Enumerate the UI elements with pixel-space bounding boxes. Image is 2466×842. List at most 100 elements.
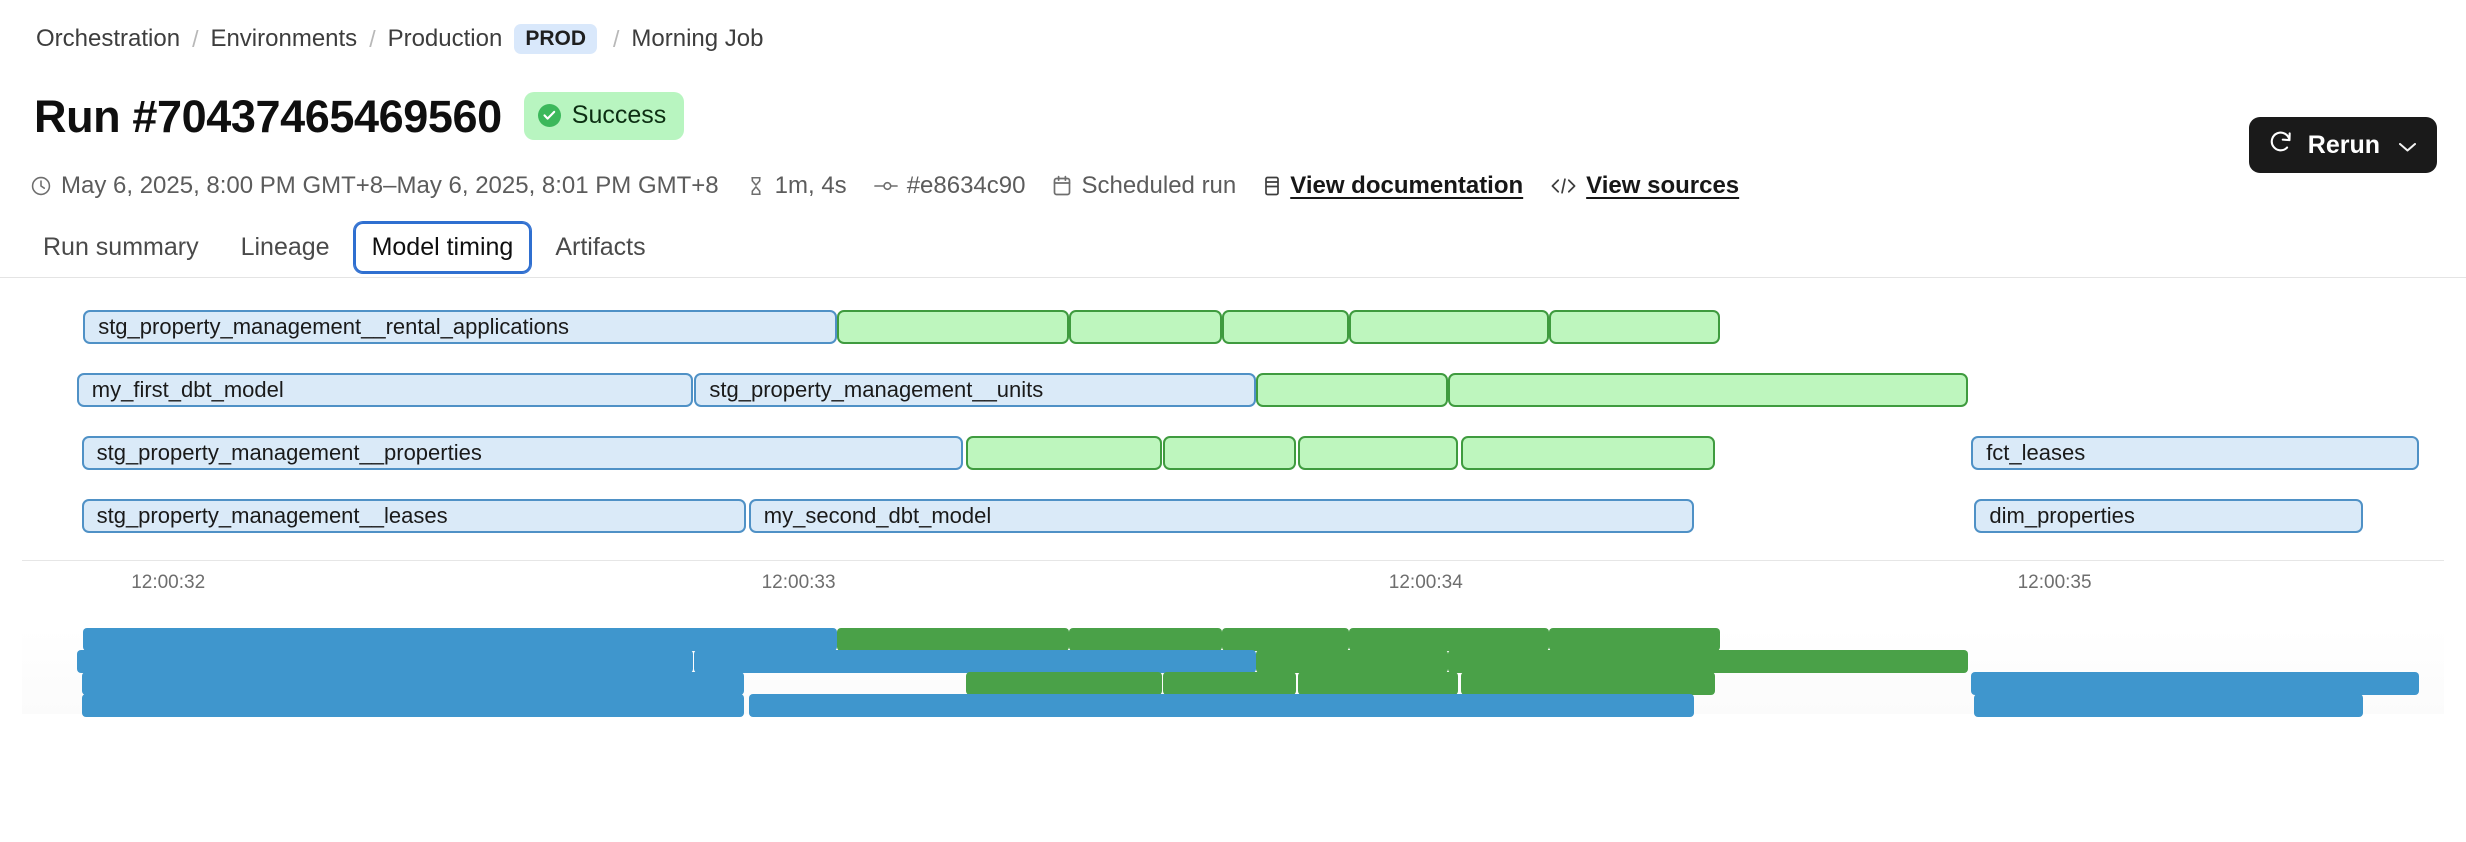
gantt-bar-segment[interactable] (1069, 310, 1223, 344)
gantt-bar-segment[interactable] (1222, 310, 1348, 344)
gantt-row: stg_property_management__rental_applicat… (0, 310, 2466, 373)
run-meta-row: May 6, 2025, 8:00 PM GMT+8–May 6, 2025, … (30, 172, 1739, 200)
gantt-bar-segment[interactable] (1461, 436, 1715, 470)
gantt-bar-segment[interactable] (1163, 436, 1296, 470)
gantt-bar-segment[interactable] (1971, 672, 2419, 695)
gantt-bar-segment[interactable] (837, 310, 1069, 344)
gantt-bar-stg_property_management__properties[interactable]: stg_property_management__properties (82, 436, 964, 470)
gantt-row: stg_property_management__properties fct_l… (0, 436, 2466, 499)
breadcrumb-separator: / (597, 28, 629, 51)
gantt-bar-label: stg_property_management__rental_applicat… (85, 314, 569, 340)
model-timing-chart-detailed: stg_property_management__rental_applicat… (0, 310, 2466, 580)
clock-icon (30, 175, 52, 197)
tab-run-summary[interactable]: Run summary (25, 222, 217, 273)
meta-sources-link[interactable]: View sources (1586, 172, 1739, 200)
breadcrumb-item-orchestration[interactable]: Orchestration (34, 27, 182, 51)
tab-bar: Run summary Lineage Model timing Artifac… (22, 218, 667, 276)
gantt-bar-segment[interactable] (1549, 310, 1720, 344)
axis-tick-label: 12:00:35 (2018, 572, 2092, 594)
meta-trigger-label: Scheduled run (1081, 172, 1236, 200)
gantt-bar-segment[interactable] (1349, 310, 1549, 344)
gantt-bar-dim_properties[interactable]: dim_properties (1974, 499, 2363, 533)
gantt-bar-segment[interactable] (1256, 373, 1448, 407)
gantt-row (0, 694, 2466, 716)
breadcrumb-item-environments[interactable]: Environments (208, 27, 359, 51)
gantt-bar-segment[interactable] (77, 650, 693, 673)
meta-timerange-label: May 6, 2025, 8:00 PM GMT+8–May 6, 2025, … (61, 172, 719, 200)
gantt-bar-label: stg_property_management__properties (84, 440, 482, 466)
tab-model-timing[interactable]: Model timing (354, 222, 532, 273)
status-badge: Success (524, 92, 684, 140)
meta-commit: #e8634c90 (874, 172, 1026, 200)
tab-artifacts[interactable]: Artifacts (537, 222, 663, 273)
tab-lineage[interactable]: Lineage (223, 222, 348, 273)
model-timing-chart-compact: 12:00:3212:00:3312:00:3412:00:35 (0, 628, 2466, 842)
chevron-down-icon[interactable] (2398, 131, 2417, 160)
gantt-bar-stg_property_management__units[interactable]: stg_property_management__units (694, 373, 1256, 407)
axis-line (22, 560, 2444, 561)
axis-tick-label: 12:00:34 (1389, 572, 1463, 594)
gantt-bar-segment[interactable] (1298, 672, 1458, 695)
gantt-bar-my_first_dbt_model[interactable]: my_first_dbt_model (77, 373, 693, 407)
commit-icon (874, 177, 898, 195)
gantt-bar-segment[interactable] (1222, 628, 1348, 651)
gantt-bar-label: fct_leases (1973, 440, 2085, 466)
gantt-bar-segment[interactable] (1461, 672, 1715, 695)
breadcrumb-separator: / (182, 28, 208, 51)
gantt-bar-segment[interactable] (1298, 436, 1458, 470)
check-circle-icon (538, 104, 561, 127)
gantt-bar-segment[interactable] (966, 672, 1161, 695)
gantt-bar-segment[interactable] (1974, 694, 2363, 717)
gantt-bar-label: stg_property_management__leases (84, 503, 448, 529)
meta-sources[interactable]: View sources (1550, 172, 1739, 200)
gantt-row (0, 650, 2466, 672)
rerun-button[interactable]: Rerun (2249, 117, 2437, 173)
gantt-row: my_first_dbt_modelstg_property_managemen… (0, 373, 2466, 436)
axis-tick-label: 12:00:33 (762, 572, 836, 594)
breadcrumb-env-tag-prod: PROD (514, 24, 597, 54)
gantt-bar-segment[interactable] (1448, 373, 1968, 407)
code-icon (1550, 176, 1577, 196)
breadcrumb-item-production[interactable]: Production (386, 27, 505, 51)
gantt-bar-segment[interactable] (1256, 650, 1448, 673)
gantt-row (0, 628, 2466, 650)
status-badge-label: Success (572, 101, 666, 130)
gantt-bar-segment[interactable] (82, 672, 744, 695)
gantt-bar-segment[interactable] (1448, 650, 1968, 673)
rerun-button-label: Rerun (2308, 131, 2380, 160)
book-icon (1263, 175, 1281, 197)
gantt-bar-stg_property_management__leases[interactable]: stg_property_management__leases (82, 499, 746, 533)
tab-bar-divider (0, 277, 2466, 278)
gantt-bar-segment[interactable] (1549, 628, 1720, 651)
gantt-bar-segment[interactable] (749, 694, 1695, 717)
gantt-bar-segment[interactable] (1349, 628, 1549, 651)
gantt-row: stg_property_management__leases my_second… (0, 499, 2466, 562)
gantt-bar-segment[interactable] (1069, 628, 1223, 651)
gantt-bar-segment[interactable] (83, 628, 837, 651)
gantt-bar-segment[interactable] (82, 694, 744, 717)
gantt-bar-segment[interactable] (966, 436, 1161, 470)
gantt-bar-label: my_second_dbt_model (751, 503, 991, 529)
axis-tick-label: 12:00:32 (131, 572, 205, 594)
meta-duration: 1m, 4s (746, 172, 847, 200)
breadcrumb-item-morning-job[interactable]: Morning Job (629, 27, 765, 51)
meta-commit-label: #e8634c90 (907, 172, 1026, 200)
gantt-bar-segment[interactable] (837, 628, 1069, 651)
gantt-bar-my_second_dbt_model[interactable]: my_second_dbt_model (749, 499, 1695, 533)
meta-duration-label: 1m, 4s (775, 172, 847, 200)
gantt-bar-fct_leases[interactable]: fct_leases (1971, 436, 2419, 470)
refresh-icon (2268, 129, 2293, 161)
hourglass-icon (746, 175, 766, 197)
title-row: Run #70437465469560 Success (34, 92, 684, 140)
gantt-bar-stg_property_management__rental_applications[interactable]: stg_property_management__rental_applicat… (83, 310, 837, 344)
calendar-icon (1052, 175, 1072, 197)
meta-documentation[interactable]: View documentation (1263, 172, 1523, 200)
gantt-bar-segment[interactable] (694, 650, 1256, 673)
gantt-bar-segment[interactable] (1163, 672, 1296, 695)
gantt-bar-label: stg_property_management__units (696, 377, 1043, 403)
gantt-row (0, 672, 2466, 694)
breadcrumb-separator: / (359, 28, 385, 51)
meta-documentation-link[interactable]: View documentation (1290, 172, 1523, 200)
gantt-bar-label: dim_properties (1976, 503, 2135, 529)
